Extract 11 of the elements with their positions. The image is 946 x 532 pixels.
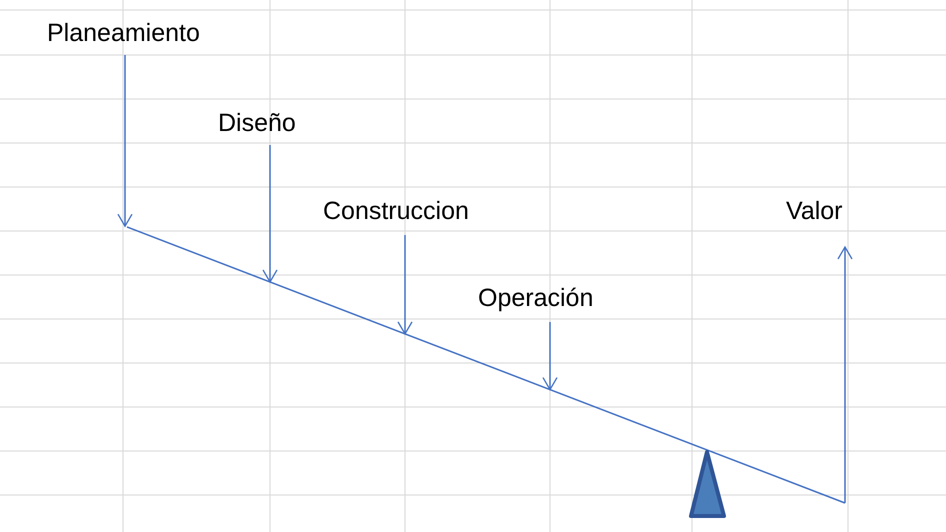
arrow [837, 246, 853, 503]
node-label: Diseño [218, 108, 296, 138]
arrow [117, 55, 133, 227]
lever-beam [126, 226, 846, 504]
node-label: Planeamiento [47, 18, 200, 48]
arrow [397, 235, 413, 335]
arrow [262, 145, 278, 283]
node-label: Construccion [323, 196, 469, 226]
arrow [542, 322, 558, 390]
node-label: Valor [786, 196, 843, 226]
node-label: Operación [478, 283, 594, 313]
